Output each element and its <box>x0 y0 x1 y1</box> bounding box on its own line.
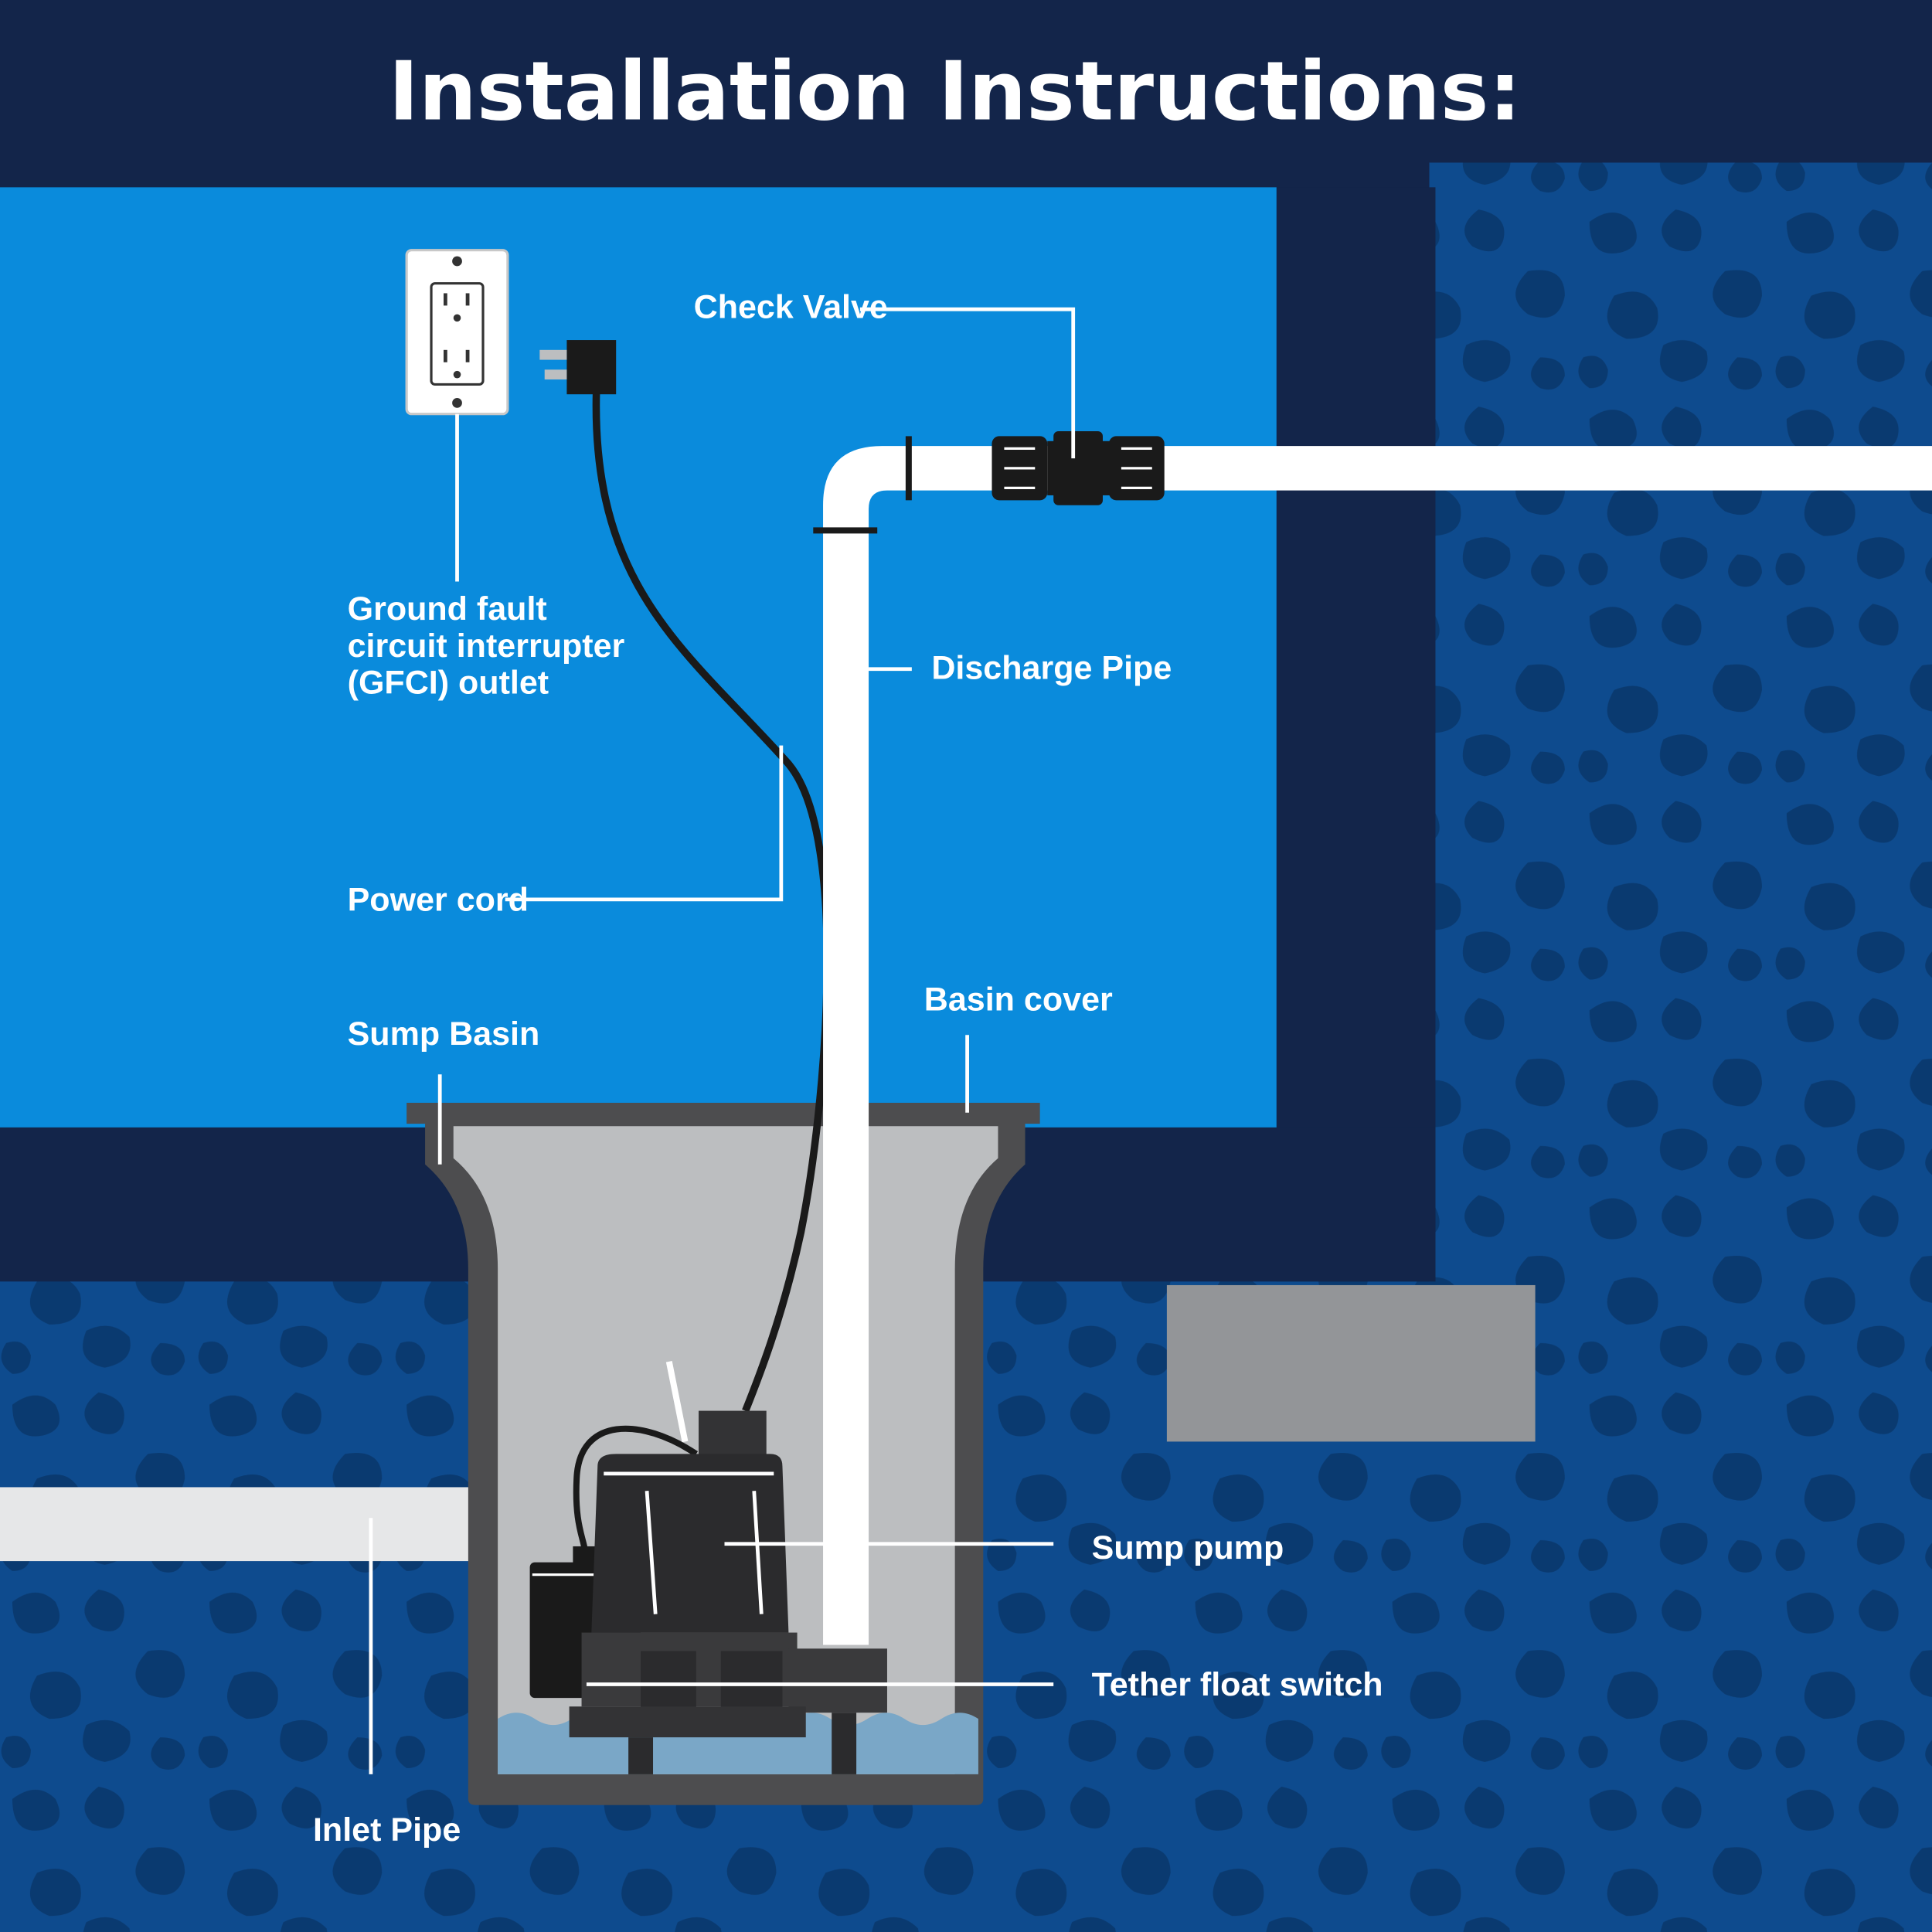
label-inlet-pipe: Inlet Pipe <box>313 1811 461 1849</box>
label-tether-float-switch: Tether float switch <box>1092 1666 1383 1703</box>
gfci-outlet-icon <box>405 249 509 416</box>
label-power-cord: Power cord <box>348 881 529 918</box>
label-sump-pump: Sump pump <box>1092 1529 1284 1566</box>
pipe-joint <box>813 527 878 534</box>
pipe-joint <box>905 436 912 501</box>
label-sump-basin: Sump Basin <box>348 1015 540 1053</box>
label-gfci-line3: (GFCI) outlet <box>348 665 549 702</box>
float-cap <box>573 1546 598 1565</box>
sump-pump-icon <box>569 1361 887 1774</box>
leader-power-cord <box>505 745 784 902</box>
foundation-wall <box>1276 187 1436 1282</box>
leader-check-valve <box>859 307 1076 459</box>
page-title: Installation Instructions: <box>389 44 1522 139</box>
label-gfci-line2: circuit interrupter <box>348 628 625 665</box>
label-gfci-line1: Ground fault <box>348 590 547 628</box>
inlet-pipe <box>0 1487 511 1562</box>
float-tether <box>573 1425 699 1556</box>
label-check-valve: Check Valve <box>694 288 888 325</box>
plug-icon <box>539 340 617 395</box>
header-bar <box>0 0 1932 188</box>
label-discharge-pipe: Discharge Pipe <box>931 650 1172 687</box>
footing-block <box>1166 1284 1536 1442</box>
check-valve-icon <box>992 431 1165 505</box>
basement-room <box>0 187 1277 1128</box>
label-basin-cover: Basin cover <box>924 981 1113 1018</box>
